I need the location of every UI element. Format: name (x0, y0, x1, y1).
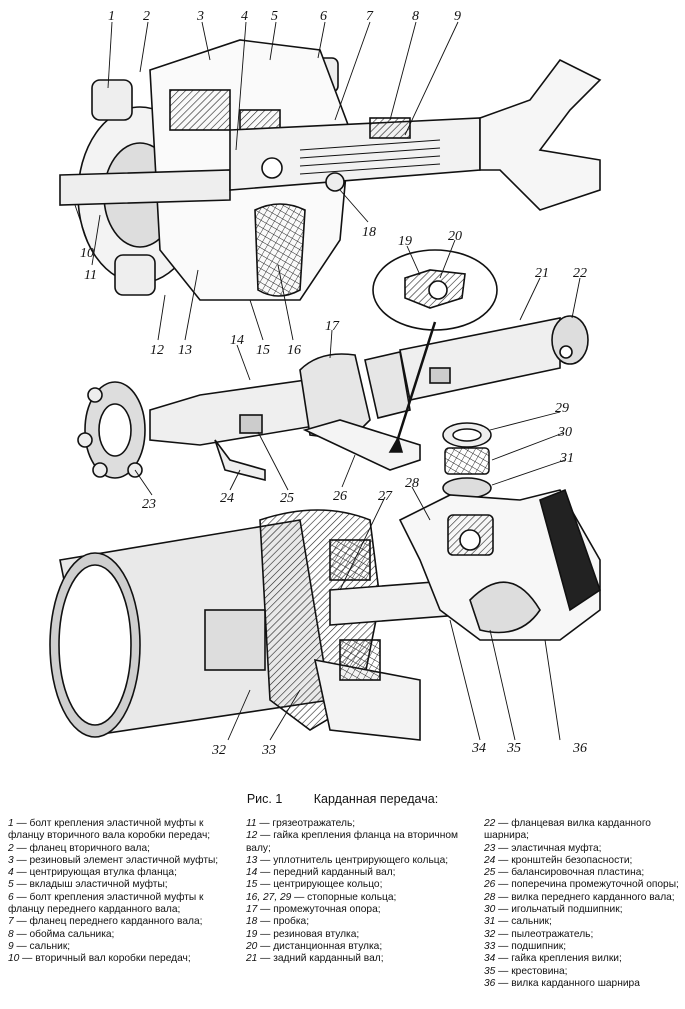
legend-item: 20 — дистанционная втулка; (246, 940, 383, 952)
callout-27: 27 (378, 489, 393, 504)
callout-16: 16 (287, 343, 301, 358)
legend-item: 23 — эластичная муфта; (484, 842, 602, 854)
cardan-drive-illustration: 1 2 3 4 5 6 7 8 9 10 11 12 13 14 15 16 1… (49, 9, 602, 758)
cardan-shaft-assembly (77, 249, 589, 482)
callout-7: 7 (366, 9, 374, 24)
elastic-coupling-cutaway (59, 39, 602, 301)
callout-1: 1 (108, 9, 115, 24)
legend-item: 13 — уплотнитель центрирующего кольца; (246, 854, 449, 866)
legend-item: 7 — фланец переднего карданного вала; (8, 916, 203, 928)
figure-title: Карданная передача: (313, 792, 439, 806)
legend-item: 3 — резиновый элемент эластичной муфты; (8, 854, 219, 866)
callout-19: 19 (398, 234, 412, 249)
callout-14: 14 (230, 333, 244, 348)
callout-3: 3 (196, 9, 204, 24)
legend-item: 21 — задний карданный вал; (246, 953, 384, 965)
legend-item: 6 — болт крепления эластичной муфты к фл… (8, 891, 204, 916)
figure-number: Рис. 1 (246, 792, 283, 806)
legend-item: 24 — кронштейн безопасности; (484, 854, 633, 866)
legend-column-1: 1 — болт крепления эластичной муфты к фл… (8, 818, 228, 966)
legend-item: 4 — центрирующая втулка фланца; (8, 867, 177, 879)
needle-bearing-parts (442, 422, 492, 499)
legend-item: 8 — обойма сальника; (8, 928, 115, 940)
callout-26: 26 (333, 489, 347, 504)
legend-item: 2 — фланец вторичного вала; (8, 842, 150, 854)
callout-17: 17 (325, 319, 340, 334)
callout-13: 13 (178, 343, 192, 358)
legend-column-3: 22 — фланцевая вилка карданного шарнира;… (484, 818, 684, 990)
legend-item: 22 — фланцевая вилка карданного шарнира; (484, 818, 651, 842)
callout-25: 25 (280, 491, 294, 506)
legend-item: 11 — грязеотражатель; (246, 818, 356, 829)
callout-2: 2 (143, 9, 150, 24)
callout-18: 18 (362, 225, 376, 240)
callout-numbers: 1 2 3 4 5 6 7 8 9 10 11 12 13 14 15 16 1… (80, 9, 587, 758)
callout-5: 5 (271, 9, 278, 24)
legend-item: 32 — пылеотражатель; (484, 928, 594, 940)
legend-item: 28 — вилка переднего карданного вала; (484, 891, 675, 903)
shaft-bearing-cutaway (49, 488, 601, 741)
legend-item: 5 — вкладыш эластичной муфты; (8, 879, 168, 891)
legend-item: 15 — центрирующее кольцо; (246, 879, 383, 891)
figure-caption: Рис. 1 Карданная передача: (0, 792, 685, 806)
legend-item: 14 — передний карданный вал; (246, 867, 396, 879)
legend-item: 12 — гайка крепления фланца на вторичном… (246, 830, 459, 854)
elastic-coupling (77, 381, 146, 479)
legend-column-2: 11 — грязеотражатель; 12 — гайка креплен… (246, 818, 474, 966)
callout-29: 29 (555, 401, 569, 416)
callout-24: 24 (220, 491, 234, 506)
legend-item: 36 — вилка карданного шарнира (484, 977, 640, 989)
legend-item: 31 — сальник; (484, 916, 552, 928)
legend-item: 25 — балансировочная пластина; (484, 867, 645, 879)
callout-11: 11 (84, 268, 97, 283)
callout-33: 33 (261, 743, 276, 758)
legend-item: 34 — гайка крепления вилки; (484, 953, 622, 965)
legend-item: 10 — вторичный вал коробки передач; (8, 953, 191, 965)
callout-35: 35 (506, 741, 521, 756)
callout-8: 8 (412, 9, 419, 24)
callout-34: 34 (471, 741, 486, 756)
callout-10: 10 (80, 246, 94, 261)
legend-item: 26 — поперечина промежуточной опоры; (484, 879, 679, 891)
callout-36: 36 (572, 741, 587, 756)
callout-20: 20 (448, 229, 462, 244)
callout-6: 6 (320, 9, 327, 24)
legend-item: 35 — крестовина; (484, 965, 568, 977)
callout-21: 21 (535, 266, 549, 281)
legend-item: 17 — промежуточная опора; (246, 904, 381, 916)
callout-28: 28 (405, 476, 419, 491)
legend-item: 9 — сальник; (8, 940, 71, 952)
callout-22: 22 (573, 266, 587, 281)
callout-30: 30 (557, 425, 572, 440)
legend-item: 19 — резиновая втулка; (246, 928, 360, 940)
legend-item: 33 — подшипник; (484, 940, 567, 952)
legend-item: 1 — болт крепления эластичной муфты к фл… (8, 818, 211, 842)
callout-4: 4 (241, 9, 248, 24)
callout-32: 32 (211, 743, 226, 758)
leader-lines (74, 21, 581, 741)
callout-12: 12 (150, 343, 164, 358)
legend-item: 30 — игольчатый подшипник; (484, 904, 623, 916)
legend-item: 16, 27, 29 — стопорные кольца; (246, 891, 397, 903)
callout-9: 9 (454, 9, 461, 24)
callout-31: 31 (559, 451, 574, 466)
legend-item: 18 — пробка; (246, 916, 310, 928)
callout-15: 15 (256, 343, 270, 358)
callout-23: 23 (142, 497, 156, 512)
